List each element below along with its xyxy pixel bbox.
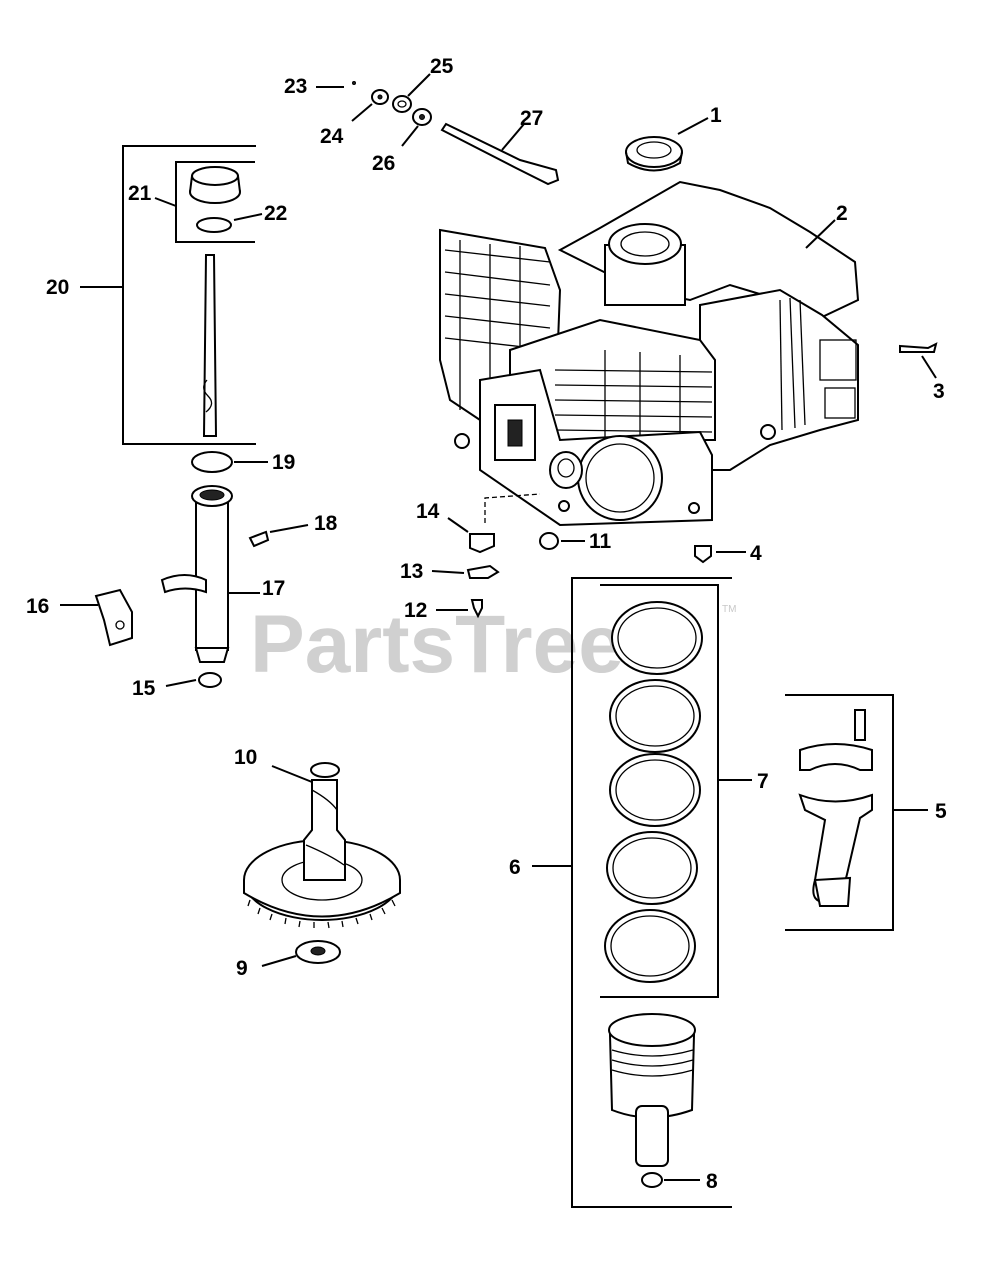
leader-18: [269, 524, 309, 533]
bracket-6: [571, 577, 732, 1208]
dipstick-cap-icon[interactable]: [189, 166, 241, 204]
leader-14: [447, 517, 469, 533]
leader-15: [165, 679, 197, 687]
callout-27[interactable]: 27: [520, 107, 543, 130]
leader-3: [921, 355, 937, 379]
plug-icon[interactable]: [694, 545, 712, 564]
nut-icon[interactable]: [371, 89, 389, 105]
callout-20[interactable]: 20: [46, 276, 69, 299]
callout-13[interactable]: 13: [400, 560, 423, 583]
cap-gasket-icon[interactable]: [196, 217, 232, 233]
screw-icon[interactable]: [470, 599, 483, 619]
callout-8[interactable]: 8: [706, 1170, 718, 1193]
leader-22: [233, 213, 263, 221]
bracket-7: [600, 584, 719, 998]
leader-24: [351, 103, 373, 122]
fill-tube-screw-icon[interactable]: [248, 530, 270, 548]
callout-22[interactable]: 22: [264, 202, 287, 225]
mounting-bracket-icon[interactable]: [94, 588, 133, 647]
oil-seal-icon[interactable]: [625, 136, 683, 172]
bracket-20: [122, 145, 256, 445]
callout-21[interactable]: 21: [128, 182, 152, 205]
lever-icon[interactable]: [466, 564, 500, 579]
callout-6[interactable]: 6: [509, 856, 521, 879]
bracket-21: [175, 161, 255, 243]
cup-plug-icon[interactable]: [539, 532, 559, 550]
callout-25[interactable]: 25: [430, 55, 454, 78]
callout-3[interactable]: 3: [933, 380, 945, 403]
bracket-lever-icon[interactable]: [469, 533, 495, 554]
dipstick-icon[interactable]: [202, 254, 218, 437]
camshaft-icon[interactable]: [243, 762, 401, 929]
callout-14[interactable]: 14: [416, 500, 440, 523]
washer-icon[interactable]: [412, 108, 432, 126]
oil-fill-tube-icon[interactable]: [160, 485, 233, 663]
leader-27: [501, 123, 525, 151]
callout-16[interactable]: 16: [26, 595, 49, 618]
leader-25: [407, 73, 431, 97]
tube-o-ring-icon[interactable]: [191, 451, 233, 473]
linkage-rod-icon[interactable]: [440, 122, 560, 186]
callout-23[interactable]: 23: [284, 75, 307, 98]
callout-26[interactable]: 26: [372, 152, 395, 175]
connecting-rod-icon[interactable]: [798, 709, 873, 907]
callout-15[interactable]: 15: [132, 677, 156, 700]
spacer-icon[interactable]: [392, 95, 412, 113]
callout-7[interactable]: 7: [757, 770, 769, 793]
leader-2: [805, 219, 836, 249]
callout-11[interactable]: 11: [589, 530, 612, 553]
callout-10[interactable]: 10: [234, 746, 257, 769]
callout-4[interactable]: 4: [750, 542, 762, 565]
callout-1[interactable]: 1: [710, 104, 722, 127]
callout-12[interactable]: 12: [404, 599, 427, 622]
piston-rings-icon[interactable]: [604, 601, 703, 983]
pin-icon[interactable]: [899, 342, 938, 353]
callout-24[interactable]: 24: [320, 125, 344, 148]
piston-icon[interactable]: [608, 1013, 696, 1188]
leader-9: [261, 955, 297, 967]
leader-10: [271, 765, 313, 783]
watermark-trademark: TM: [722, 604, 736, 615]
callout-18[interactable]: 18: [314, 512, 338, 535]
callout-17[interactable]: 17: [262, 577, 285, 600]
leader-1: [677, 117, 709, 135]
leader-21: [154, 197, 177, 207]
bracket-5: [785, 694, 894, 931]
callout-5[interactable]: 5: [935, 800, 947, 823]
callout-2[interactable]: 2: [836, 202, 848, 225]
crankcase-icon[interactable]: [439, 180, 860, 527]
callout-19[interactable]: 19: [272, 451, 295, 474]
o-ring-icon[interactable]: [198, 672, 222, 688]
callout-9[interactable]: 9: [236, 957, 248, 980]
watermark-text: PartsTree: [250, 599, 624, 690]
leader-26: [401, 125, 419, 147]
leader-13: [431, 570, 465, 574]
thrust-washer-icon[interactable]: [295, 940, 341, 964]
small-pin-icon[interactable]: [352, 81, 356, 85]
